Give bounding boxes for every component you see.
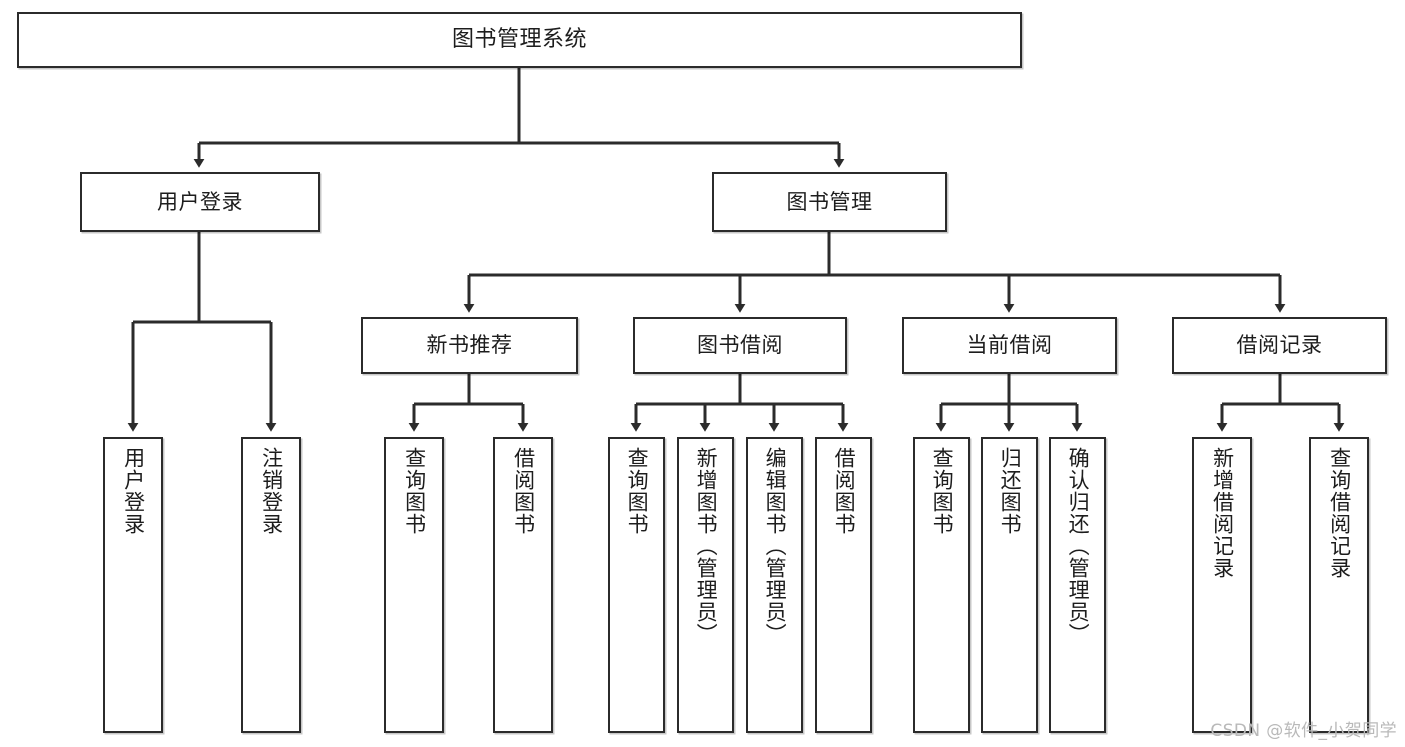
node-book-management-label: 图书管理	[786, 189, 873, 214]
node-book-borrow[interactable]: 图书借阅	[633, 317, 847, 374]
leaf-borrow-record-query-label: 查询借阅记录	[1327, 447, 1352, 579]
leaf-book-borrow-borrow[interactable]: 借阅图书	[815, 437, 872, 733]
node-root-system[interactable]: 图书管理系统	[17, 12, 1022, 68]
node-book-management[interactable]: 图书管理	[712, 172, 947, 232]
leaf-current-borrow-confirm-return[interactable]: 确认归还（管理员）	[1049, 437, 1106, 733]
leaf-new-book-query-label: 查询图书	[402, 447, 427, 535]
leaf-current-borrow-return-label: 归还图书	[998, 447, 1023, 535]
leaf-book-borrow-add[interactable]: 新增图书（管理员）	[677, 437, 734, 733]
leaf-book-borrow-edit[interactable]: 编辑图书（管理员）	[746, 437, 803, 733]
leaf-book-borrow-edit-label: 编辑图书（管理员）	[763, 447, 788, 645]
leaf-borrow-record-add[interactable]: 新增借阅记录	[1192, 437, 1252, 733]
leaf-book-borrow-query-label: 查询图书	[625, 447, 650, 535]
leaf-borrow-record-query[interactable]: 查询借阅记录	[1309, 437, 1369, 733]
leaf-user-login-login[interactable]: 用户登录	[103, 437, 163, 733]
node-current-borrow[interactable]: 当前借阅	[902, 317, 1117, 374]
leaf-new-book-query[interactable]: 查询图书	[384, 437, 444, 733]
leaf-user-login-login-label: 用户登录	[121, 447, 146, 535]
leaf-new-book-borrow-label: 借阅图书	[511, 447, 536, 535]
leaf-user-login-logout[interactable]: 注销登录	[241, 437, 301, 733]
node-user-login-label: 用户登录	[157, 189, 243, 214]
leaf-user-login-logout-label: 注销登录	[259, 447, 284, 535]
leaf-book-borrow-borrow-label: 借阅图书	[832, 447, 857, 535]
node-root-system-label: 图书管理系统	[451, 27, 587, 53]
leaf-current-borrow-query[interactable]: 查询图书	[913, 437, 970, 733]
node-new-book-recommend[interactable]: 新书推荐	[361, 317, 578, 374]
csdn-watermark: CSDN @软件_小贺同学	[1210, 721, 1397, 741]
leaf-book-borrow-query[interactable]: 查询图书	[608, 437, 665, 733]
node-book-borrow-label: 图书借阅	[697, 333, 783, 358]
node-current-borrow-label: 当前借阅	[966, 333, 1053, 358]
leaf-current-borrow-query-label: 查询图书	[930, 447, 955, 535]
leaf-book-borrow-add-label: 新增图书（管理员）	[694, 447, 719, 645]
node-new-book-recommend-label: 新书推荐	[426, 333, 513, 358]
leaf-current-borrow-return[interactable]: 归还图书	[981, 437, 1038, 733]
node-borrow-record[interactable]: 借阅记录	[1172, 317, 1387, 374]
node-borrow-record-label: 借阅记录	[1236, 333, 1323, 358]
leaf-current-borrow-confirm-return-label: 确认归还（管理员）	[1066, 447, 1091, 645]
node-user-login[interactable]: 用户登录	[80, 172, 320, 232]
leaf-new-book-borrow[interactable]: 借阅图书	[493, 437, 553, 733]
leaf-borrow-record-add-label: 新增借阅记录	[1210, 447, 1235, 579]
